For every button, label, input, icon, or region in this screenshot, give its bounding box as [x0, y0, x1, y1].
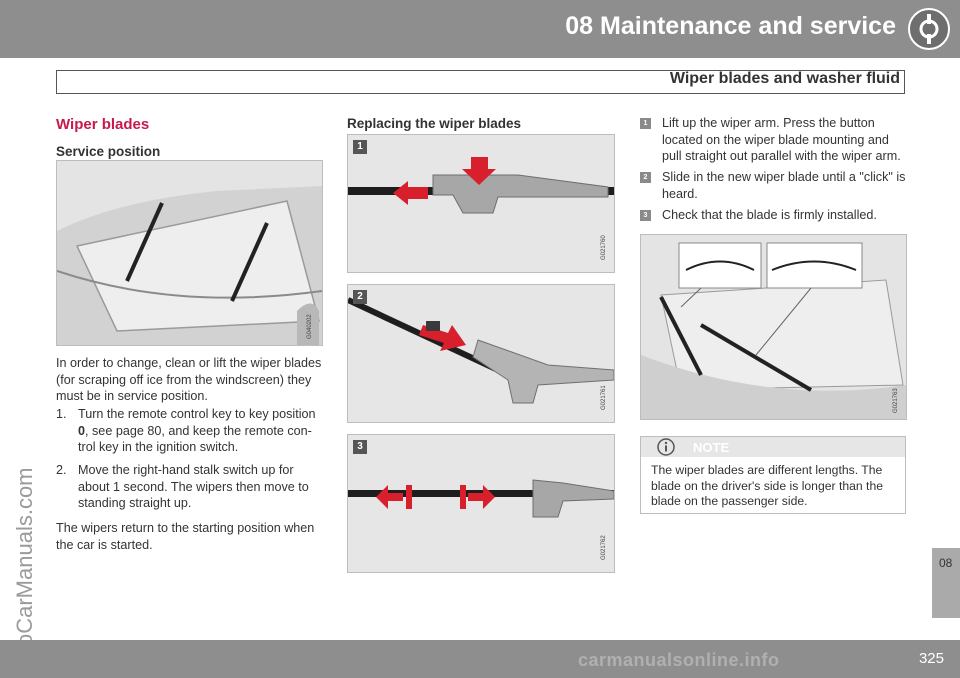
- wrench-gear-icon: [908, 8, 950, 50]
- wiper-blade-check-illustration: [348, 435, 614, 572]
- figure-code: G021762: [601, 535, 607, 560]
- right-step-text: Slide in the new wiper blade until a "cl…: [662, 170, 906, 201]
- right-step-text: Lift up the wiper arm. Press the button …: [662, 116, 901, 163]
- footer-watermark: carmanualsonline.info: [578, 650, 780, 670]
- wiper-blade-slide-illustration: [348, 285, 614, 422]
- car-windscreen-illustration: [57, 161, 322, 345]
- info-icon: [657, 438, 675, 456]
- key-position-value: 0: [78, 423, 86, 438]
- step-text-part: , see page 80, and keep the remote con- …: [78, 423, 312, 455]
- chapter-tab-number: 08: [939, 556, 953, 570]
- step-badge: 2: [640, 172, 651, 183]
- figure-badge: 1: [353, 140, 367, 154]
- right-step-text: Check that the blade is firmly installed…: [662, 208, 877, 222]
- step-number: 1.: [56, 407, 67, 421]
- step-text-part: Turn the remote control key to key posit…: [78, 407, 316, 421]
- step-badge: 3: [640, 210, 651, 221]
- blade-lengths-illustration: G021763: [640, 234, 907, 420]
- figure-code: G021760: [601, 235, 607, 260]
- wiper-blades-heading: Wiper blades: [56, 116, 150, 133]
- section-header-bar: [56, 70, 905, 94]
- wiper-arm-release-illustration: [348, 135, 614, 272]
- replacement-step-2-illustration: 2 G021761: [347, 284, 615, 423]
- service-position-heading: Service position: [56, 144, 161, 159]
- chapter-side-tab: [932, 548, 960, 618]
- step-text: Turn the remote control key to key posit…: [78, 406, 322, 456]
- figure-code: G021761: [601, 385, 607, 410]
- footer-bar: [0, 640, 960, 678]
- section-bar-edge: [56, 70, 57, 94]
- intro-paragraph: In order to change, clean or lift the wi…: [56, 356, 322, 403]
- replacement-step-1-illustration: 1 G021760: [347, 134, 615, 273]
- windscreen-blades-illustration: [641, 235, 906, 419]
- service-position-illustration: G040202: [56, 160, 323, 346]
- note-title: NOTE: [693, 440, 730, 455]
- replacement-step-3-illustration: 3 G021762: [347, 434, 615, 573]
- figure-badge: 3: [353, 440, 367, 454]
- replacing-heading: Replacing the wiper blades: [347, 116, 522, 131]
- step-badge: 1: [640, 118, 651, 129]
- side-watermark: ProCarManuals.com: [12, 467, 37, 668]
- figure-badge: 2: [353, 290, 367, 304]
- note-text: The wiper blades are different lengths. …: [651, 463, 884, 508]
- note-box: NOTE The wiper blades are different leng…: [640, 436, 906, 514]
- chapter-header-bar: [0, 0, 960, 58]
- page-number: 325: [918, 650, 944, 667]
- figure-code: G021763: [893, 388, 899, 413]
- outro-paragraph: The wipers return to the starting positi…: [56, 521, 315, 552]
- chapter-title: 08 Maintenance and service: [565, 12, 896, 40]
- step-text: Move the right-hand stalk switch up for …: [78, 463, 309, 510]
- note-header: [641, 437, 905, 457]
- figure-code: G040202: [307, 314, 313, 339]
- section-title: Wiper blades and washer fluid: [669, 70, 900, 87]
- step-number: 2.: [56, 463, 67, 477]
